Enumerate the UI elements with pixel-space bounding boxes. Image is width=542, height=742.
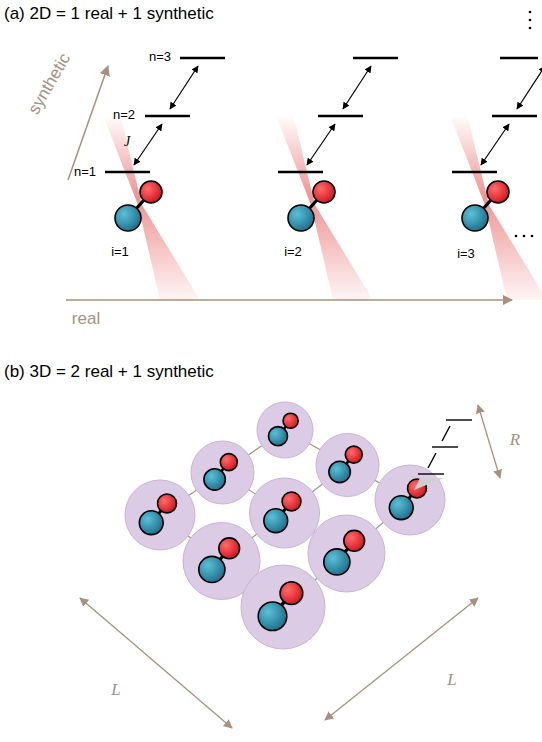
- energy-level: [180, 57, 225, 59]
- level-pointer: [414, 478, 444, 490]
- energy-level: [145, 115, 190, 117]
- site-circle: [308, 515, 385, 592]
- coupling-arrow: [134, 124, 162, 165]
- site-circle: [241, 565, 325, 649]
- coupling-arrow: [307, 124, 335, 165]
- atom: [280, 582, 303, 605]
- atom: [268, 427, 287, 446]
- site-circle: [316, 434, 379, 497]
- atom: [258, 602, 287, 631]
- atom: [345, 446, 362, 463]
- coupling-arrow: [517, 66, 542, 109]
- coupling-arrow: [343, 66, 371, 109]
- dimension-label: R: [510, 431, 520, 450]
- energy-level: [353, 57, 398, 59]
- laser-beam: [104, 114, 200, 300]
- lattice: [125, 402, 445, 649]
- site-circle: [257, 402, 313, 458]
- atom: [220, 454, 237, 471]
- atom: [462, 205, 488, 231]
- site-label: i=3: [457, 247, 475, 261]
- coupling-arrow: [481, 124, 509, 165]
- dimension-arrow: [80, 598, 232, 728]
- atom: [219, 538, 240, 559]
- atom: [283, 413, 298, 428]
- atom: [158, 494, 177, 513]
- site-circle: [125, 480, 195, 550]
- energy-level: [452, 171, 497, 173]
- energy-level: [278, 171, 323, 173]
- site-label: i=1: [111, 245, 129, 259]
- dimension-arrow: [478, 405, 500, 478]
- coupling-label: J: [124, 134, 130, 149]
- atom: [264, 509, 288, 533]
- panel-title: (b) 3D = 2 real + 1 synthetic: [4, 363, 214, 382]
- site-circle: [191, 441, 254, 504]
- atom: [288, 205, 314, 231]
- continuation-dots: [515, 11, 534, 238]
- level-label: n=3: [149, 50, 171, 64]
- dimension-label: L: [447, 671, 456, 690]
- synthetic-axis: [68, 66, 108, 180]
- panel-title: (a) 2D = 1 real + 1 synthetic: [4, 5, 214, 24]
- atom: [313, 181, 335, 203]
- laser-beam: [451, 114, 542, 300]
- atom: [204, 469, 225, 490]
- atom: [487, 181, 509, 203]
- atom: [199, 556, 225, 582]
- level-label: n=1: [74, 165, 96, 179]
- rotational-levels: [418, 420, 472, 474]
- energy-level: [318, 115, 363, 117]
- atom: [140, 181, 162, 203]
- atom: [329, 461, 350, 482]
- axis-label: real: [72, 310, 100, 329]
- level-label: n=2: [113, 108, 135, 122]
- real-axis: [66, 299, 512, 301]
- energy-level: [492, 115, 537, 117]
- dimension-label: L: [111, 681, 120, 700]
- site-circle: [375, 465, 445, 535]
- laser-beam: [277, 114, 373, 300]
- atom: [389, 496, 413, 520]
- energy-level: [500, 57, 538, 59]
- atom: [115, 205, 141, 231]
- axis-label: synthetic: [25, 50, 75, 117]
- site-circle: [250, 478, 320, 548]
- atom: [282, 492, 301, 511]
- atom: [324, 549, 350, 575]
- site-label: i=2: [284, 245, 302, 259]
- dimension-arrow: [325, 598, 478, 720]
- atom: [139, 511, 163, 535]
- atom: [344, 530, 365, 551]
- sites: [104, 58, 542, 300]
- energy-level: [105, 171, 150, 173]
- coupling-arrow: [170, 66, 198, 109]
